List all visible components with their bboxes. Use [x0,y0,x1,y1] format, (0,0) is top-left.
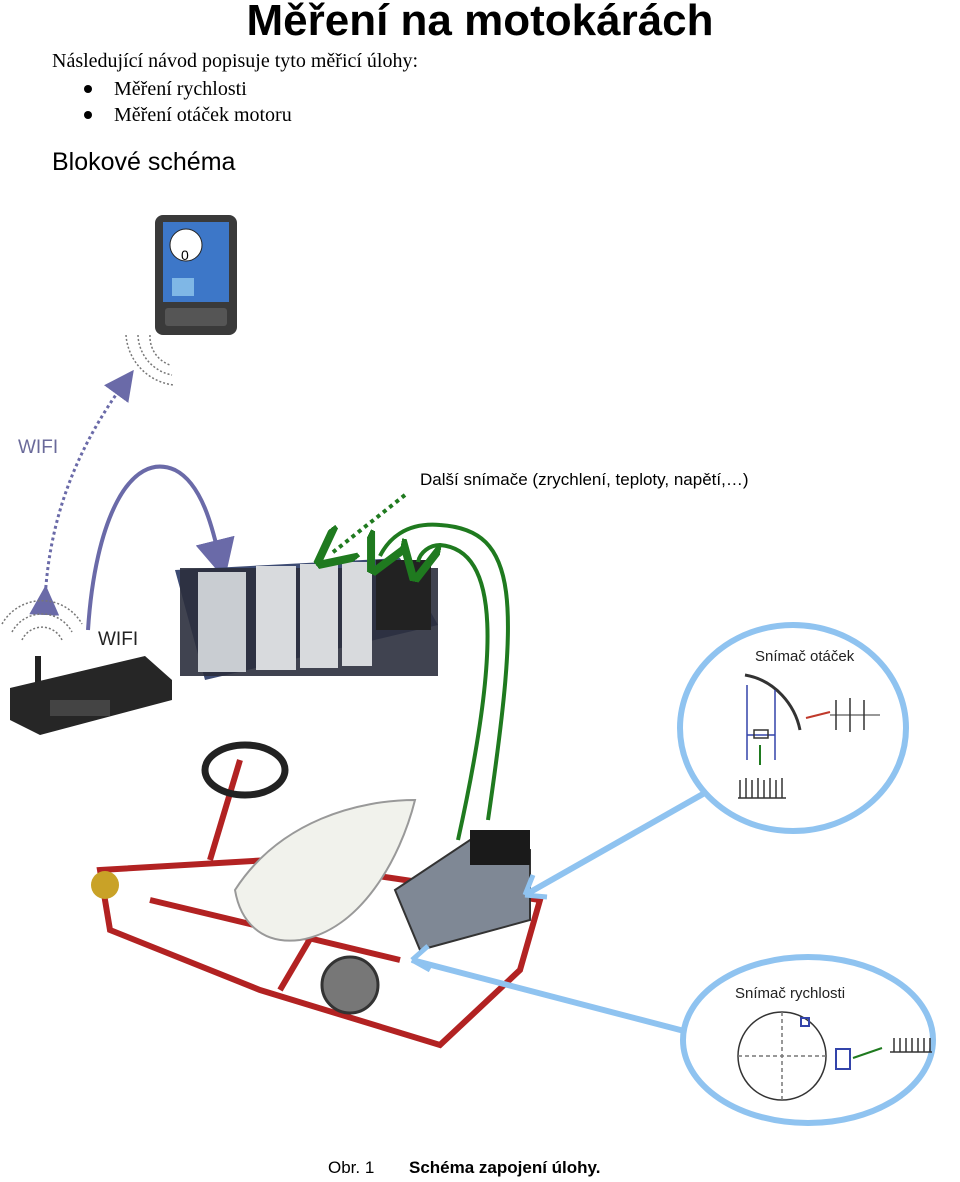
callout-line [411,957,689,1035]
other-sensors-link [332,493,407,553]
page-title: Měření na motokárách [246,0,714,45]
pda-screen-value: 0 [181,247,189,263]
wifi-label: WIFI [18,437,59,458]
bullet-icon [84,85,92,93]
wifi-waves-icon [1,599,83,641]
kart-rear-wheel-hub [320,955,380,1015]
sensor-cable-line [418,545,490,841]
bullet-icon [84,111,92,119]
figure-number: Obr. 1 [328,1158,375,1177]
list-item: Měření rychlosti [84,76,292,102]
other-sensors-label: Další snímače (zrychlení, teploty, napět… [420,470,749,489]
daq-module [175,558,438,680]
rpm-sensor-title: Snímač otáček [755,648,855,665]
steering-wheel [201,741,289,799]
figure-caption: Schéma zapojení úlohy. [409,1158,601,1177]
wifi-router [10,656,172,735]
wifi-waves-icon [125,334,175,386]
intro-text: Následující návod popisuje tyto měřicí ú… [52,50,419,72]
callout-line [523,787,712,898]
rpm-sensor-callout [677,622,909,834]
task-list: Měření rychlosti Měření otáček motoru [84,76,292,128]
kart-seat [233,798,417,942]
wifi-label: WIFI [98,629,139,650]
wifi-link-line [29,369,134,616]
kart-front-hub [91,871,119,899]
rpm-sensor-sketch [738,673,880,799]
section-heading: Blokové schéma [52,148,236,176]
pda-device: 0 [155,215,237,335]
speed-sensor-callout [680,954,936,1126]
speed-sensor-sketch [737,1011,932,1101]
list-item: Měření otáček motoru [84,102,292,128]
speed-sensor-title: Snímač rychlosti [735,985,846,1002]
kart-engine-cover [470,830,530,865]
sensor-cable-line [380,522,510,821]
ethernet-link-line [86,464,235,631]
